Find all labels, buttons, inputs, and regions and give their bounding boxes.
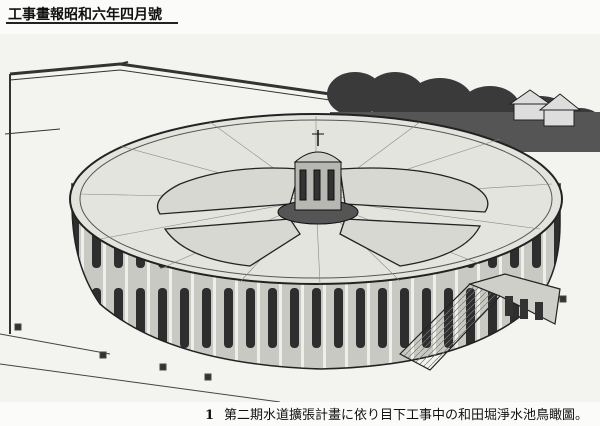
header-rule (6, 22, 178, 24)
houses (508, 89, 582, 127)
reservoir-birdseye-illustration (0, 34, 600, 402)
perimeter-walls (4, 61, 331, 334)
figure-number: 1 (205, 408, 215, 423)
central-tower (277, 130, 359, 225)
staircase (399, 273, 561, 371)
roof-quadrants (156, 167, 489, 267)
figure-caption: 1 第二期水道擴張計畫に依り目下工事中の和田堀淨水池鳥瞰圖。 (205, 404, 595, 424)
foreground-ground (0, 295, 567, 402)
magazine-header: 工事畫報昭和六年四月號 (8, 7, 162, 23)
figure-caption-text: 第二期水道擴張計畫に依り目下工事中の和田堀淨水池鳥瞰圖。 (224, 408, 589, 423)
